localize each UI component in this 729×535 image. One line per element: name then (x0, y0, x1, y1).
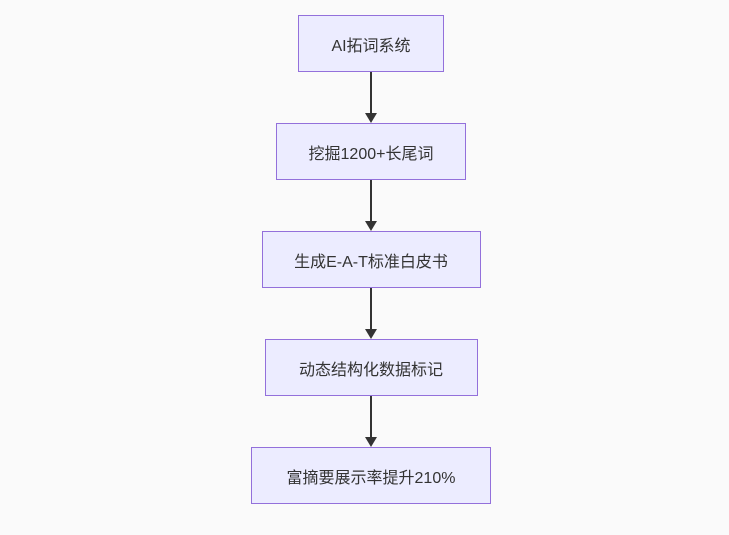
arrow-line (370, 288, 372, 329)
arrowhead-down-icon (365, 113, 377, 123)
arrow-connector (365, 72, 377, 123)
flow-node-label: 生成E-A-T标准白皮书 (294, 253, 448, 271)
flow-node-label: AI拓词系统 (331, 37, 411, 55)
flow-node-rich-snippet-result: 富摘要展示率提升210% (251, 447, 491, 504)
flow-node-ai-keyword-system: AI拓词系统 (298, 15, 444, 72)
arrowhead-down-icon (365, 329, 377, 339)
arrowhead-down-icon (365, 437, 377, 447)
arrow-connector (365, 180, 377, 231)
arrow-connector (365, 396, 377, 447)
flowchart: AI拓词系统 挖掘1200+长尾词 生成E-A-T标准白皮书 动态结构化数据标记… (251, 15, 491, 504)
arrowhead-down-icon (365, 221, 377, 231)
flow-node-label: 挖掘1200+长尾词 (308, 145, 434, 163)
flow-node-eat-whitepaper: 生成E-A-T标准白皮书 (261, 231, 481, 288)
arrow-line (370, 396, 372, 437)
arrow-connector (365, 288, 377, 339)
arrow-line (370, 180, 372, 221)
flow-node-label: 动态结构化数据标记 (298, 361, 443, 379)
flow-node-structured-data-markup: 动态结构化数据标记 (264, 339, 478, 396)
flow-node-label: 富摘要展示率提升210% (286, 469, 456, 487)
arrow-line (370, 72, 372, 113)
flow-node-longtail-mining: 挖掘1200+长尾词 (276, 123, 466, 180)
